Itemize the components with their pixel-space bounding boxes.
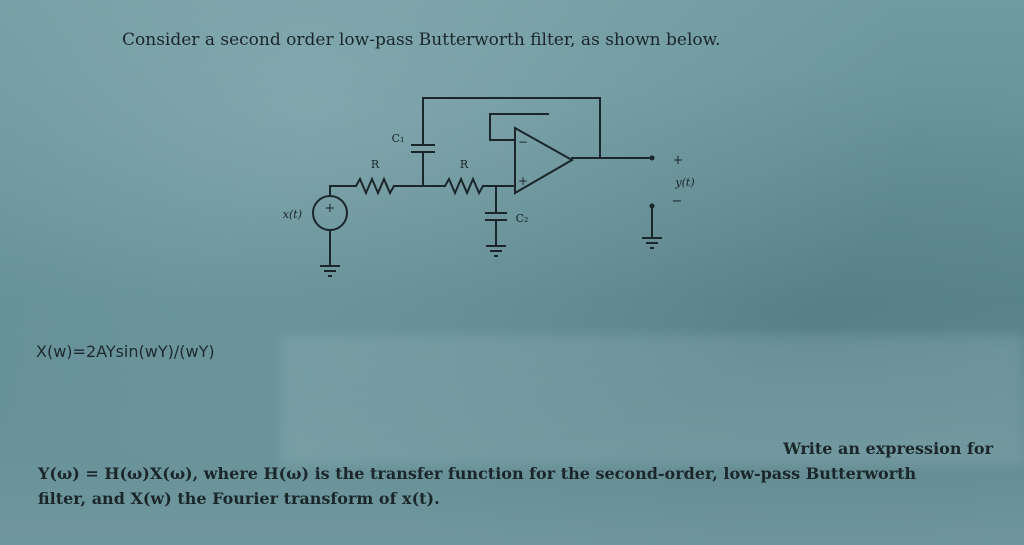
r2-label: R [460, 158, 469, 171]
output-terminal-top [649, 155, 655, 161]
output-terminal-bottom [649, 203, 655, 209]
resistor-r1 [354, 176, 396, 196]
given-expression: X(w)=2AYsin(wY)/(wY) [36, 342, 215, 361]
butterworth-filter-circuit: + x(t) R R C₁ C₂ − + + y(t) − [283, 97, 695, 277]
wire-minus-feedback [489, 113, 549, 141]
opamp-minus-label: − [518, 135, 528, 149]
wire-c1-up [422, 97, 601, 159]
source-label: x(t) [283, 208, 302, 221]
opamp-triangle [514, 126, 575, 195]
problem-intro: Consider a second order low-pass Butterw… [122, 30, 721, 50]
output-plus-label: + [673, 153, 684, 168]
question-line-1: Write an expression for [783, 439, 993, 458]
question-line-3: filter, and X(w) the Fourier transform o… [38, 489, 440, 508]
output-minus-label: − [672, 194, 683, 209]
question-line-2: Y(ω) = H(ω)X(ω), where H(ω) is the trans… [38, 464, 917, 483]
c1-label: C₁ [392, 132, 405, 145]
voltage-source [312, 195, 348, 231]
wire-source-top [329, 185, 357, 195]
opamp-plus-label: + [518, 174, 528, 188]
source-polarity-label: + [325, 201, 336, 216]
resistor-r2 [443, 176, 485, 196]
ground-output-icon [642, 237, 662, 249]
output-label: y(t) [674, 176, 694, 189]
ground-source-icon [320, 265, 340, 277]
question-block: Write an expression for Y(ω) = H(ω)X(ω),… [38, 436, 993, 511]
r1-label: R [371, 158, 380, 171]
erased-region [280, 335, 1024, 465]
c2-label: C₂ [516, 212, 529, 225]
ground-c2-icon [486, 245, 506, 257]
